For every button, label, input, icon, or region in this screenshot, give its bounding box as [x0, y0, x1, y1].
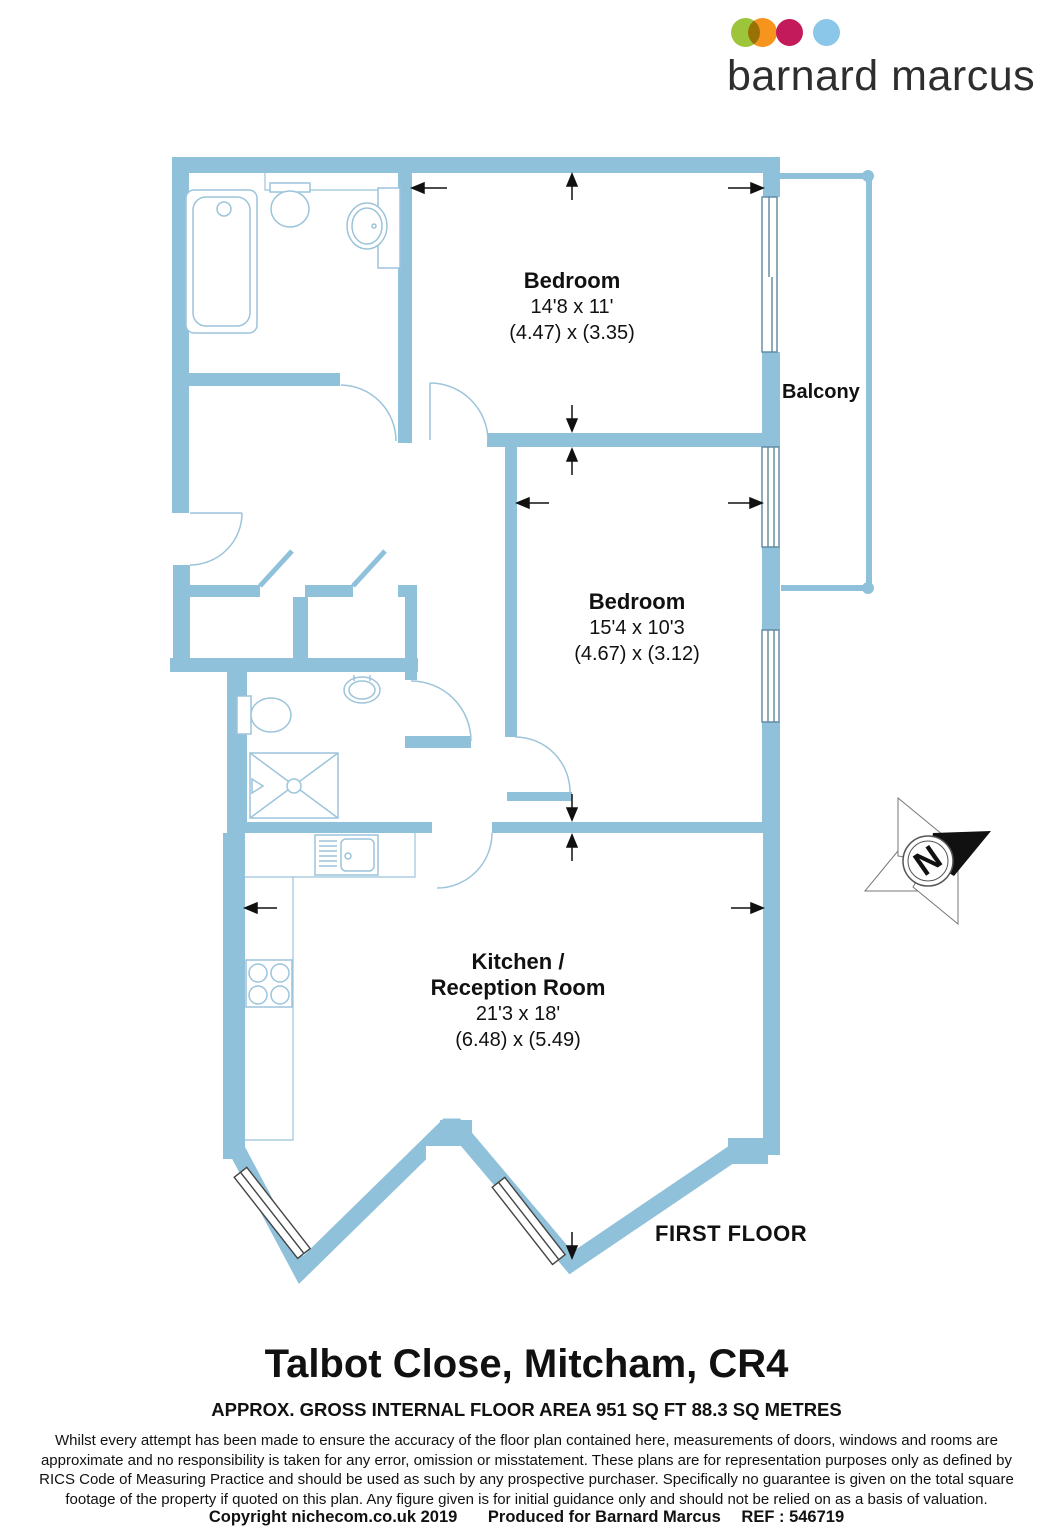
- windows: [761, 196, 780, 723]
- bathroom-fixtures: [185, 172, 401, 334]
- hob-icon: [245, 959, 293, 1008]
- brand-name: barnard marcus: [727, 52, 1036, 100]
- balcony-outline: [780, 170, 874, 594]
- basin-icon: [346, 187, 401, 269]
- ref-text: REF : 546719: [741, 1508, 845, 1526]
- disclaimer-line: footage of the property if quoted on thi…: [65, 1490, 988, 1508]
- disclaimer: Whilst every attempt has been made to en…: [0, 1431, 1053, 1509]
- room-dims-imperial: 21'3 x 18': [475, 1003, 561, 1025]
- logo: barnard marcus: [0, 0, 1053, 120]
- room-label-kitchen: Kitchen / Reception Room 21'3 x 18' (6.4…: [396, 949, 640, 1053]
- kitchen-sink-icon: [314, 834, 379, 876]
- copyright-line: Copyright nichecom.co.uk 2019 Produced f…: [0, 1508, 1053, 1527]
- room-label-bedroom-2: Bedroom 15'4 x 10'3 (4.67) x (3.12): [515, 589, 759, 667]
- toilet-icon: [269, 182, 311, 228]
- shower-tray-icon: [249, 752, 339, 819]
- room-dims-imperial: 15'4 x 10'3: [589, 617, 685, 639]
- page-title: Talbot Close, Mitcham, CR4: [264, 1342, 789, 1386]
- kitchen-counter: [245, 833, 416, 1141]
- floor-label: FIRST FLOOR: [655, 1221, 808, 1246]
- room-name-2: Reception Room: [430, 975, 606, 1000]
- room-dims-metric: (4.67) x (3.12): [574, 643, 700, 665]
- disclaimer-line: approximate and no responsibility is tak…: [40, 1451, 1013, 1469]
- floorplan: N: [170, 157, 991, 1285]
- logo-dot-magenta-icon: [776, 19, 803, 46]
- floor-area-line: APPROX. GROSS INTERNAL FLOOR AREA 951 SQ…: [211, 1399, 842, 1420]
- basin-icon: [343, 675, 381, 704]
- logo-dot-blue-icon: [813, 19, 840, 46]
- walls: [170, 157, 780, 1159]
- disclaimer-line: RICS Code of Measuring Practice and shou…: [39, 1471, 1014, 1488]
- cupboard-doors: [258, 549, 387, 588]
- produced-text: Produced for Barnard Marcus: [487, 1508, 721, 1526]
- dimension-arrows: [243, 172, 765, 1260]
- bay-windows: [233, 1166, 567, 1266]
- disclaimer-line: Whilst every attempt has been made to en…: [54, 1432, 998, 1449]
- bay-zigzag-wall: [229, 1118, 768, 1285]
- room-dims-imperial: 14'8 x 11': [530, 296, 614, 318]
- room-dims-metric: (4.47) x (3.35): [509, 322, 635, 344]
- toilet-icon: [236, 695, 292, 735]
- room-dims-metric: (6.48) x (5.49): [455, 1029, 581, 1051]
- room-name: Bedroom: [588, 589, 686, 614]
- shower-room-fixtures: [236, 675, 381, 819]
- door-arcs: [189, 382, 571, 889]
- room-label-bedroom-1: Bedroom 14'8 x 11' (4.47) x (3.35): [450, 268, 694, 346]
- logo-dot-orange-icon: [748, 18, 777, 47]
- copyright-text: Copyright nichecom.co.uk 2019: [208, 1508, 458, 1526]
- bathtub-icon: [185, 189, 258, 334]
- room-name: Bedroom: [523, 268, 621, 293]
- kitchen-fixtures: [245, 833, 416, 1141]
- room-name: Kitchen /: [471, 949, 565, 974]
- balcony-label: Balcony: [782, 381, 860, 403]
- compass-rose-icon: N: [863, 796, 991, 926]
